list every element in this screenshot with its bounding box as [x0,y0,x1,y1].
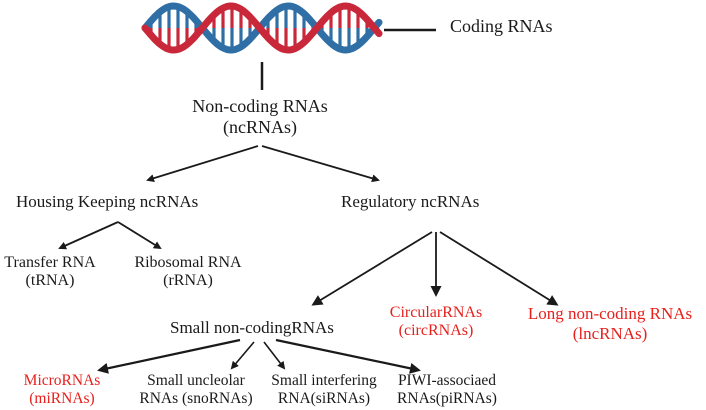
regulatory-node: Regulatory ncRNAs [341,192,480,211]
arrow-to-trna [58,221,119,250]
arrow-to-housekeeping [146,145,259,183]
snorna-node: Small uncleolar RNAs (snoRNAs) [130,372,262,408]
dna-helix-icon [141,2,383,54]
lncrna-node: Long non-coding RNAs (lncRNAs) [520,304,700,343]
small-ncrna-node: Small non-codingRNAs [170,318,334,337]
housekeeping-node: Housing Keeping ncRNAs [16,192,199,211]
sirna-node: Small interfering RNA(siRNAs) [262,372,386,408]
pirna-line2: RNAs(piRNAs) [397,389,497,407]
root-node: Non-coding RNAs (ncRNAs) [170,96,350,137]
rrna-line1: Ribosomal RNA [134,254,242,271]
arrow-to-sirna [263,341,286,370]
arrow-to-long [439,231,559,306]
sirna-line1: Small interfering [271,372,377,389]
circrna-line2: (circRNAs) [398,322,474,340]
coding-rnas-label: Coding RNAs [450,16,553,36]
arrow-to-rrna [117,221,162,250]
root-line2: (ncRNAs) [223,116,297,137]
pirna-line1: PIWI-associaed [397,372,497,389]
rrna-node: Ribosomal RNA (rRNA) [126,254,250,291]
arrow-to-pirna [275,338,421,374]
sirna-line2: RNA(siRNAs) [277,389,371,407]
root-line1: Non-coding RNAs [192,96,328,116]
circrna-line1: CircularRNAs [389,304,483,321]
trna-line2: (tRNA) [25,272,75,290]
rrna-line2: (rRNA) [163,272,213,290]
lncrna-line2: (lncRNAs) [572,323,648,343]
snorna-line2: RNAs (snoRNAs) [139,389,253,407]
mirna-line1: MicroRNAs [23,372,101,389]
mirna-node: MicroRNAs (miRNAs) [14,372,110,408]
arrow-to-regulatory [261,145,380,183]
arrow-to-small [311,231,433,306]
circrna-node: CircularRNAs (circRNAs) [378,304,494,341]
pirna-node: PIWI-associaed RNAs(piRNAs) [388,372,506,408]
arrow-to-snorna [230,341,255,370]
trna-node: Transfer RNA (tRNA) [0,254,100,291]
snorna-line1: Small uncleolar [147,372,245,389]
arrow-to-mirna [97,338,241,374]
mirna-line2: (miRNAs) [29,389,95,407]
trna-line1: Transfer RNA [4,254,96,271]
lncrna-line1: Long non-coding RNAs [527,304,693,323]
